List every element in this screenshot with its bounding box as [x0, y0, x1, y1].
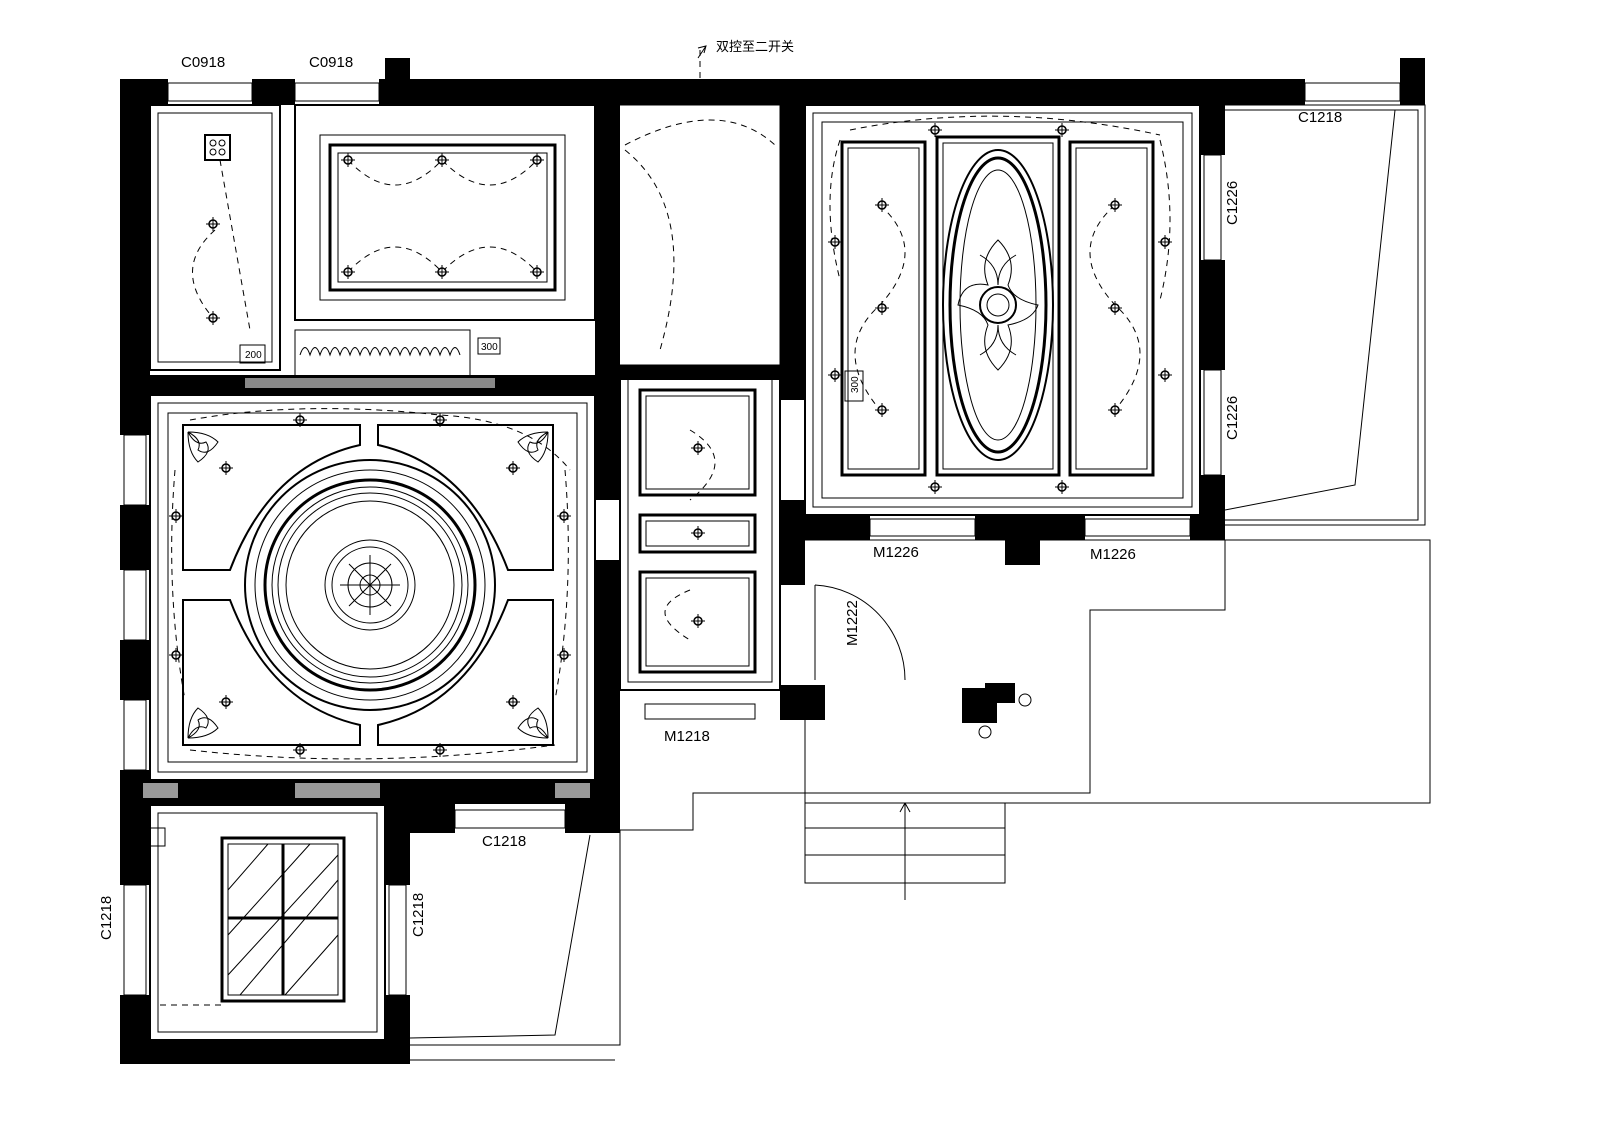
- downlight-cross-icon: [928, 123, 942, 137]
- label-m1222: M1222: [844, 600, 861, 646]
- label-c1218-bottom: C1218: [482, 833, 526, 850]
- downlight-cross-icon: [557, 648, 571, 662]
- downlight-cross-icon: [219, 461, 233, 475]
- downlight-cross-icon: [875, 301, 889, 315]
- downlight-cross-icon: [828, 368, 842, 382]
- downlight-cross-icon: [341, 265, 355, 279]
- downlight-cross-icon: [433, 413, 447, 427]
- downlight-cross-icon: [691, 614, 705, 628]
- room-top-left: [149, 104, 281, 371]
- downlight-cross-icon: [506, 695, 520, 709]
- downlight-cross-icon: [1158, 368, 1172, 382]
- downlight-cross-icon: [435, 153, 449, 167]
- label-c1226-b: C1226: [1224, 396, 1241, 440]
- downlights: [169, 123, 1172, 757]
- downlight-cross-icon: [875, 403, 889, 417]
- corner-ornaments: [187, 431, 549, 739]
- label-c1226-a: C1226: [1224, 181, 1241, 225]
- downlight-cross-icon: [691, 441, 705, 455]
- door-swing-m1222: [814, 584, 906, 681]
- downlight-cross-icon: [293, 413, 307, 427]
- downlight-cross-icon: [169, 648, 183, 662]
- downlight-cross-icon: [293, 743, 307, 757]
- openings: [119, 78, 1401, 996]
- downlight-cross-icon: [928, 480, 942, 494]
- switch-note: 双控至二开关: [716, 40, 794, 55]
- room-living-left: [143, 394, 596, 798]
- downlight-cross-icon: [1108, 301, 1122, 315]
- downlight-cross-icon: [691, 526, 705, 540]
- terrace-outlines: [409, 104, 1431, 1061]
- downlight-cross-icon: [828, 235, 842, 249]
- downlight-cross-icon: [1055, 480, 1069, 494]
- downlight-cross-icon: [1108, 198, 1122, 212]
- downlight-cross-icon: [1108, 403, 1122, 417]
- downlight-cross-icon: [1158, 235, 1172, 249]
- room-top-center: [245, 104, 596, 388]
- label-c1218-mid: C1218: [410, 893, 427, 937]
- downlight-cross-icon: [206, 217, 220, 231]
- downlight-cross-icon: [530, 153, 544, 167]
- downlight-cross-icon: [169, 509, 183, 523]
- dimension-300: 300: [481, 342, 498, 353]
- downlight-cross-icon: [341, 153, 355, 167]
- room-bottom-left: [146, 804, 386, 1041]
- downlight-cross-icon: [506, 461, 520, 475]
- room-center-corridor: [619, 369, 781, 691]
- label-m1226-b: M1226: [1090, 546, 1136, 563]
- downlight-cross-icon: [433, 743, 447, 757]
- label-c1218-left: C1218: [98, 896, 115, 940]
- dimension-200: 200: [245, 350, 262, 361]
- downlight-cross-icon: [1055, 123, 1069, 137]
- label-m1226-a: M1226: [873, 544, 919, 561]
- label-m1218: M1218: [664, 728, 710, 745]
- downlight-cross-icon: [557, 509, 571, 523]
- room-master-right: [804, 104, 1201, 516]
- note-arrow-icon: [697, 45, 707, 59]
- dimension-300-b: 300: [850, 376, 861, 393]
- room-top-middle: [617, 50, 781, 366]
- label-c0918-a: C0918: [181, 54, 225, 71]
- ceiling-medallion: [957, 239, 1039, 371]
- downlight-cross-icon: [206, 311, 220, 325]
- downlight-cross-icon: [530, 265, 544, 279]
- downlight-cross-icon: [875, 198, 889, 212]
- downlight-cross-icon: [435, 265, 449, 279]
- label-c1218-top: C1218: [1298, 109, 1342, 126]
- label-c0918-b: C0918: [309, 54, 353, 71]
- downlight-cross-icon: [219, 695, 233, 709]
